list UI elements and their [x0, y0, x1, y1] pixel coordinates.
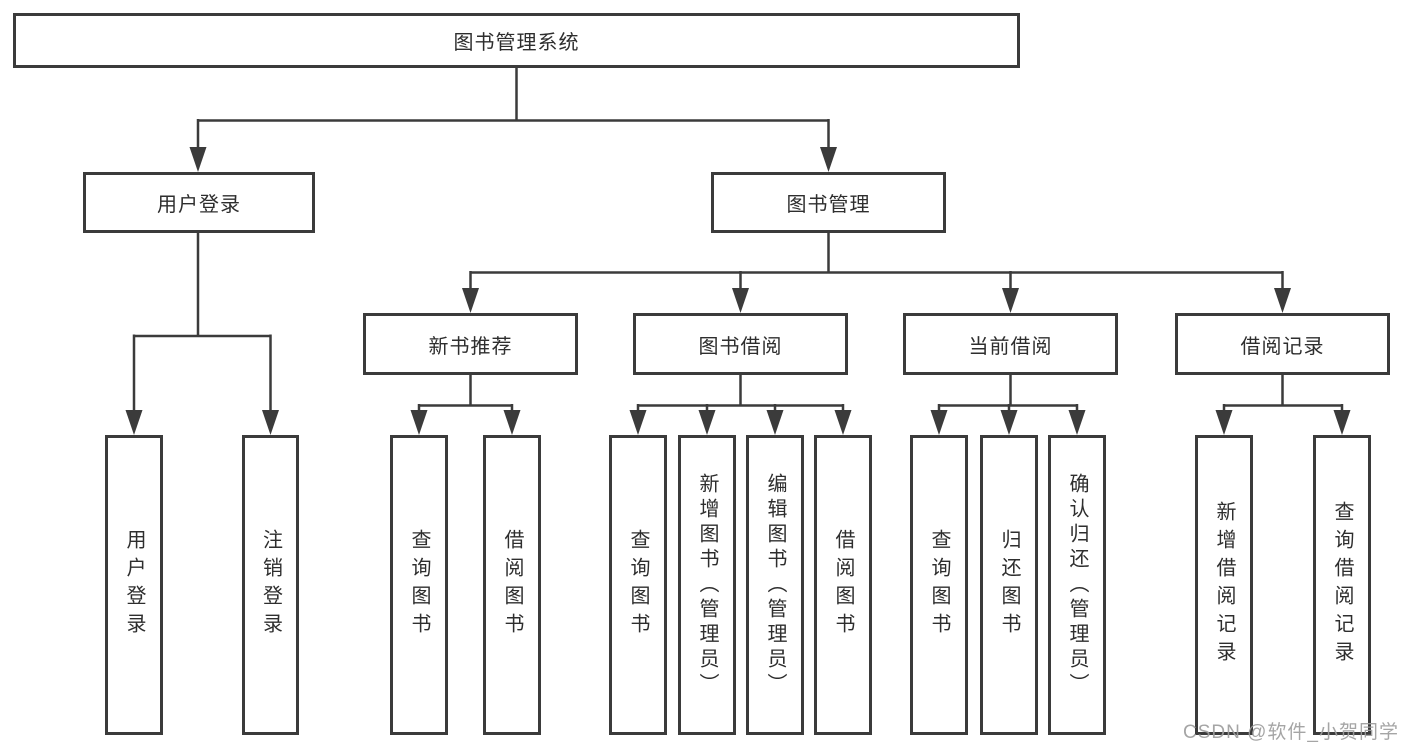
- edge-current-borrow-to-leaves: [937, 375, 1079, 412]
- node-label: 查询图书: [627, 529, 649, 641]
- edge-borrow-records-to-leaves: [1222, 375, 1344, 412]
- leaf-user-login: 用户登录: [105, 435, 163, 735]
- node-label: 借阅图书: [832, 529, 854, 641]
- node-label: 当前借阅: [968, 335, 1053, 358]
- node-label: 新增借阅记录: [1213, 501, 1235, 669]
- node-label: 借阅记录: [1240, 335, 1325, 358]
- arrow-down-icon: [1274, 288, 1291, 313]
- node-label: 新增图书（管理员）: [696, 472, 718, 698]
- leaf-bb-add-books-admin: 新增图书（管理员）: [678, 435, 736, 735]
- node-book-borrowing: 图书借阅: [633, 313, 848, 375]
- node-label: 查询借阅记录: [1331, 501, 1353, 669]
- arrow-down-icon: [262, 410, 279, 435]
- edge-book-mgmt-to-level3: [469, 233, 1284, 291]
- node-label: 新书推荐: [428, 335, 513, 358]
- node-label: 借阅图书: [501, 529, 523, 641]
- leaf-cb-query-books: 查询图书: [910, 435, 968, 735]
- arrow-down-icon: [1000, 410, 1018, 435]
- node-label: 注销登录: [259, 529, 282, 641]
- leaf-bb-edit-books-admin: 编辑图书（管理员）: [746, 435, 804, 735]
- csdn-watermark: CSDN @软件_小贺同学: [1183, 722, 1399, 743]
- edge-new-book-rec-to-leaves: [417, 375, 514, 412]
- arrow-down-icon: [410, 410, 428, 435]
- arrow-down-icon: [820, 147, 837, 172]
- leaf-cb-confirm-return-admin: 确认归还（管理员）: [1048, 435, 1106, 735]
- leaf-br-query-record: 查询借阅记录: [1313, 435, 1371, 735]
- leaf-rec-borrow-books: 借阅图书: [483, 435, 541, 735]
- edge-user-login-to-leaves: [132, 233, 272, 412]
- arrowheads-leaves: [125, 410, 1351, 435]
- node-label: 查询图书: [408, 529, 430, 641]
- arrow-down-icon: [834, 410, 852, 435]
- arrow-down-icon: [125, 410, 143, 435]
- node-borrowing-records: 借阅记录: [1175, 313, 1390, 375]
- node-label: 查询图书: [928, 529, 950, 641]
- node-user-login: 用户登录: [83, 172, 315, 233]
- arrow-down-icon: [462, 288, 479, 313]
- arrow-down-icon: [1068, 410, 1086, 435]
- node-label: 编辑图书（管理员）: [764, 472, 786, 698]
- leaf-bb-borrow-books: 借阅图书: [814, 435, 872, 735]
- leaf-cb-return-books: 归还图书: [980, 435, 1038, 735]
- node-new-book-recommendation: 新书推荐: [363, 313, 578, 375]
- arrow-down-icon: [930, 410, 948, 435]
- arrowheads-level3: [462, 288, 1291, 313]
- node-root-system: 图书管理系统: [13, 13, 1020, 68]
- node-label: 用户登录: [157, 194, 241, 216]
- arrow-down-icon: [766, 410, 784, 435]
- arrow-down-icon: [732, 288, 749, 313]
- node-label: 图书借阅: [698, 335, 783, 358]
- node-current-borrowing: 当前借阅: [903, 313, 1118, 375]
- edge-book-borrow-to-leaves: [636, 375, 845, 412]
- leaf-br-add-record: 新增借阅记录: [1195, 435, 1253, 735]
- arrow-down-icon: [503, 410, 521, 435]
- node-label: 图书管理: [786, 194, 871, 216]
- arrow-down-icon: [698, 410, 716, 435]
- leaf-logout: 注销登录: [242, 435, 299, 735]
- node-label: 图书管理系统: [453, 32, 580, 54]
- arrow-down-icon: [1333, 410, 1351, 435]
- node-label: 用户登录: [123, 529, 145, 641]
- node-label: 归还图书: [998, 529, 1020, 641]
- edge-root-to-level2: [196, 68, 830, 150]
- node-book-management: 图书管理: [711, 172, 946, 233]
- arrow-down-icon: [1002, 288, 1019, 313]
- arrow-down-icon: [629, 410, 647, 435]
- arrow-down-icon: [1215, 410, 1233, 435]
- leaf-rec-query-books: 查询图书: [390, 435, 448, 735]
- arrow-down-icon: [189, 147, 207, 172]
- node-label: 确认归还（管理员）: [1066, 472, 1088, 698]
- arrowheads-level2: [189, 147, 837, 172]
- leaf-bb-query-books: 查询图书: [609, 435, 667, 735]
